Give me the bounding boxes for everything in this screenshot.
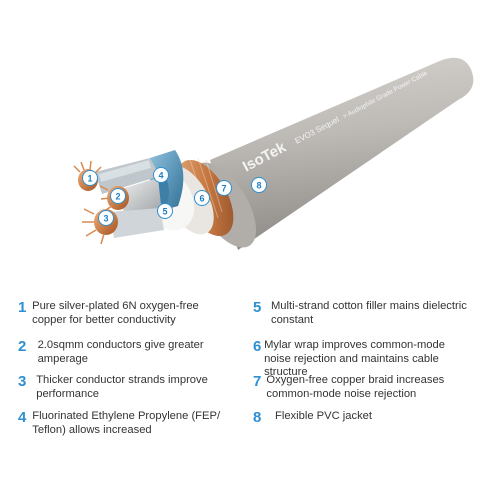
marker-5: 5 bbox=[157, 203, 173, 219]
legend-text: Mylar wrap improves common-mode noise re… bbox=[264, 339, 445, 378]
legend-number: 8 bbox=[253, 409, 262, 426]
legend-item-4: 4 Fluorinated Ethylene Propylene (FEP/ T… bbox=[18, 410, 233, 437]
marker-3: 3 bbox=[98, 210, 114, 226]
legend-number: 5 bbox=[253, 299, 262, 316]
legend-item-6: 6 Mylar wrap improves common-mode noise … bbox=[253, 339, 468, 380]
legend-item-1: 1 Pure silver-plated 6N oxygen-free copp… bbox=[18, 300, 233, 327]
svg-text:6: 6 bbox=[199, 194, 204, 204]
marker-1: 1 bbox=[82, 170, 98, 186]
conductor-3 bbox=[82, 208, 164, 245]
marker-4: 4 bbox=[153, 167, 169, 183]
marker-2: 2 bbox=[110, 188, 126, 204]
legend-text: Fluorinated Ethylene Propylene (FEP/ Tef… bbox=[32, 410, 221, 436]
svg-text:1: 1 bbox=[87, 174, 92, 184]
svg-text:2: 2 bbox=[115, 192, 120, 202]
marker-8: 8 bbox=[251, 177, 267, 193]
legend-text: Thicker conductor strands improve perfor… bbox=[36, 374, 208, 400]
cable-illustration: IsoTek EVO3 Sequel > Audiophile Grade Po… bbox=[73, 57, 474, 250]
legend-number: 6 bbox=[253, 338, 262, 355]
legend-item-3: 3 Thicker conductor strands improve perf… bbox=[18, 374, 233, 401]
legend-number: 4 bbox=[18, 409, 27, 426]
svg-text:5: 5 bbox=[162, 207, 167, 217]
legend-item-2: 2 2.0sqmm conductors give greater ampera… bbox=[18, 339, 233, 366]
svg-text:8: 8 bbox=[256, 181, 261, 191]
svg-text:7: 7 bbox=[221, 184, 226, 194]
legend-item-7: 7 Oxygen-free copper braid increases com… bbox=[253, 374, 468, 401]
legend-number: 7 bbox=[253, 373, 262, 390]
legend-text: Multi-strand cotton filler mains dielect… bbox=[270, 300, 467, 326]
svg-text:3: 3 bbox=[103, 214, 108, 224]
legend-number: 1 bbox=[18, 299, 27, 316]
legend-text: 2.0sqmm conductors give greater amperage bbox=[37, 339, 204, 365]
legend-text: Pure silver-plated 6N oxygen-free copper… bbox=[32, 300, 199, 326]
legend-item-8: 8 Flexible PVC jacket bbox=[253, 410, 468, 426]
legend-number: 3 bbox=[18, 373, 27, 390]
legend-number: 2 bbox=[18, 338, 27, 355]
marker-6: 6 bbox=[194, 190, 210, 206]
legend: 1 Pure silver-plated 6N oxygen-free copp… bbox=[0, 300, 480, 470]
legend-text: Oxygen-free copper braid increases commo… bbox=[266, 374, 445, 400]
marker-7: 7 bbox=[216, 180, 232, 196]
legend-text: Flexible PVC jacket bbox=[275, 410, 372, 422]
svg-text:4: 4 bbox=[158, 171, 163, 181]
legend-item-5: 5 Multi-strand cotton filler mains diele… bbox=[253, 300, 468, 327]
